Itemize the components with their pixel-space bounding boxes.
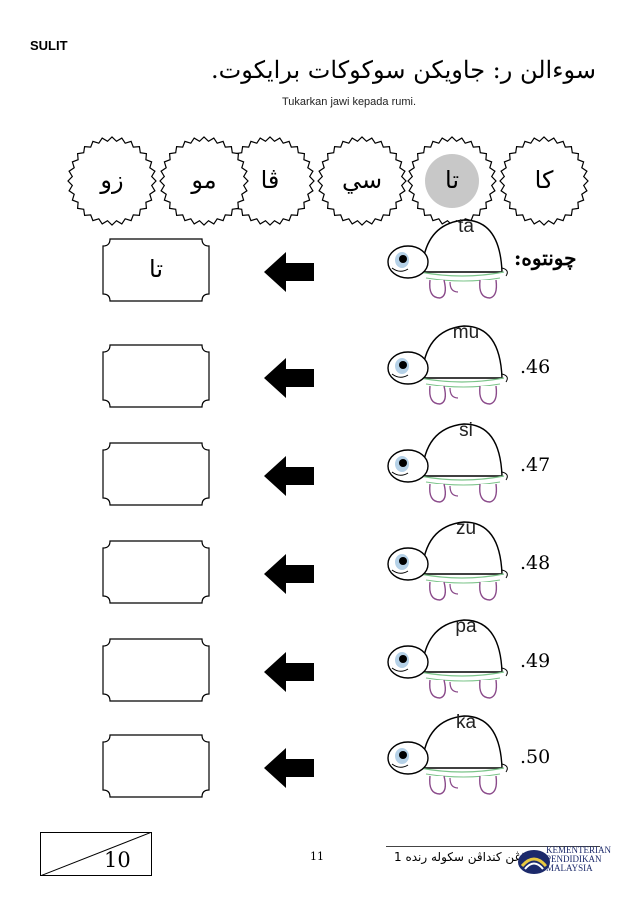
answer-box[interactable]: [102, 442, 210, 506]
example-syllable: ta: [458, 216, 474, 237]
left-arrow-icon: [264, 748, 314, 788]
ministry-name: KEMENTERIAN PENDIDIKAN MALAYSIA: [546, 845, 611, 873]
question-number: .49: [520, 650, 551, 672]
turtle-icon: [386, 206, 512, 310]
score-value: 10: [104, 848, 131, 872]
footer-rule: [386, 846, 600, 847]
left-arrow-icon: [264, 554, 314, 594]
example-row: تا ta چونتوه:: [0, 216, 638, 338]
question-row: zu .48: [0, 518, 638, 640]
gear-icon: [159, 136, 249, 226]
question-row: ka .50: [0, 712, 638, 834]
question-number: .50: [520, 746, 551, 768]
answer-box[interactable]: [102, 638, 210, 702]
gear-syllable: تا: [445, 166, 459, 194]
gear-syllable: مو: [191, 166, 217, 194]
gear-tile: کا: [496, 135, 592, 231]
question-syllable: zu: [455, 518, 477, 539]
question-syllable: si: [459, 420, 473, 441]
gear-tile: زو: [64, 135, 160, 231]
question-row: pa .49: [0, 616, 638, 738]
score-box: [40, 832, 152, 876]
ticket-frame-icon: [102, 344, 210, 408]
left-arrow-icon: [264, 358, 314, 398]
gear-icon: [499, 136, 589, 226]
turtle-icon: [386, 410, 512, 514]
gear-tile: تا: [404, 135, 500, 231]
ticket-frame-icon: [102, 734, 210, 798]
example-label: چونتوه:: [514, 246, 577, 270]
question-syllable: mu: [452, 322, 480, 343]
turtle-icon: [386, 702, 512, 806]
gear-syllable: سي: [341, 166, 383, 194]
example-answer: تا: [149, 255, 163, 283]
page-number: 11: [310, 850, 324, 863]
answer-box[interactable]: [102, 344, 210, 408]
ticket-frame-icon: [102, 540, 210, 604]
gear-icon: [317, 136, 407, 226]
gear-syllable: کا: [534, 166, 554, 194]
turtle-icon: [386, 508, 512, 612]
answer-text: [102, 540, 210, 604]
question-syllable: pa: [455, 616, 477, 637]
ministry-logo-icon: [518, 850, 550, 874]
turtle-icon: [386, 606, 512, 710]
left-arrow-icon: [264, 652, 314, 692]
question-row: mu .46: [0, 322, 638, 444]
left-arrow-icon: [264, 252, 314, 292]
left-arrow-icon: [264, 456, 314, 496]
answer-text: [102, 638, 210, 702]
gear-icon: [67, 136, 157, 226]
answer-box[interactable]: [102, 540, 210, 604]
question-number: .47: [520, 454, 551, 476]
question-row: si .47: [0, 420, 638, 542]
question-number: .46: [520, 356, 551, 378]
sulit-label: SULIT: [30, 38, 68, 53]
answer-box-example: تا: [102, 238, 210, 302]
question-title: سوءالن ر: جاويكن سوكوكات برايكوت.: [211, 56, 596, 84]
paper-title: فبلاڠن كنداڤن سکوله رنده 1: [394, 850, 539, 864]
gear-syllable: زو: [100, 166, 124, 194]
turtle-icon: [386, 312, 512, 416]
question-syllable: ka: [455, 712, 477, 733]
ticket-frame-icon: [102, 638, 210, 702]
ticket-frame-icon: [102, 238, 210, 302]
gear-tile: مو: [156, 135, 252, 231]
gear-tile: سي: [314, 135, 410, 231]
answer-text: [102, 734, 210, 798]
question-number: .48: [520, 552, 551, 574]
answer-box[interactable]: [102, 734, 210, 798]
ticket-frame-icon: [102, 442, 210, 506]
instruction-text: Tukarkan jawi kepada rumi.: [281, 96, 417, 108]
answer-text: [102, 442, 210, 506]
gear-syllable: ڤا: [260, 166, 280, 194]
gear-icon: [407, 136, 497, 226]
answer-text: [102, 344, 210, 408]
